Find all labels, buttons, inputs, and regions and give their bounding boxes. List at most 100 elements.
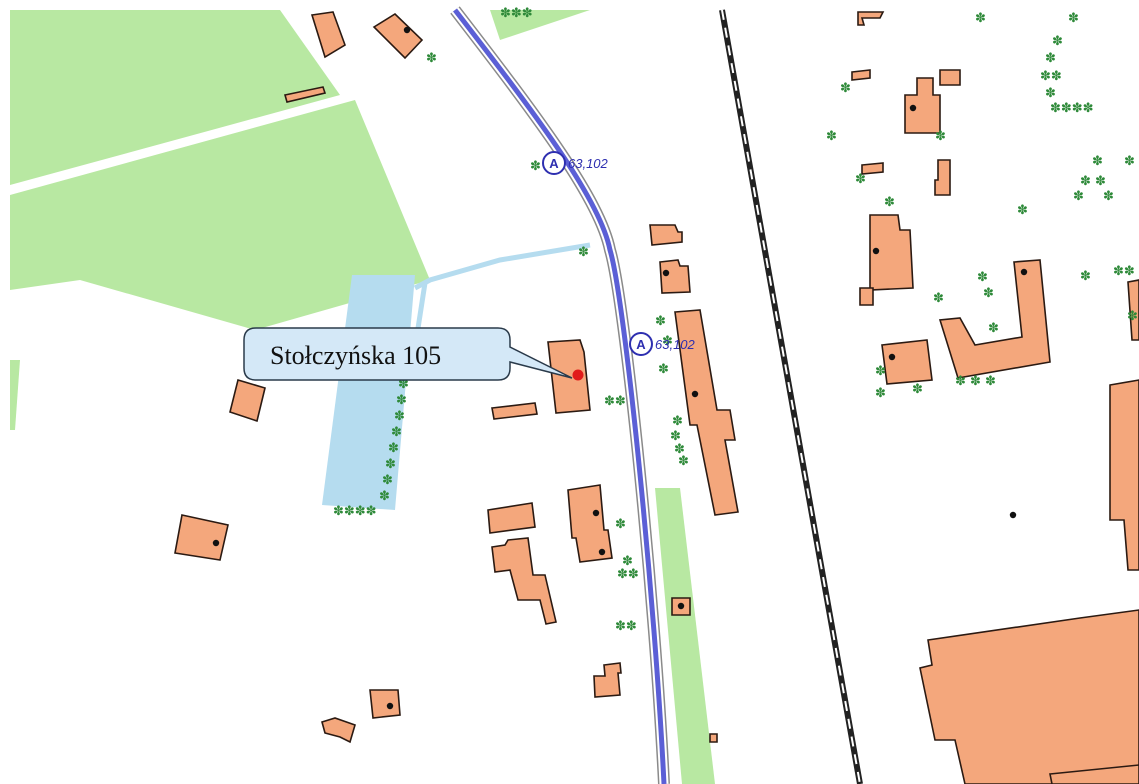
building[interactable] — [919, 609, 1139, 784]
tree-icon: ✽ — [379, 489, 390, 504]
route-shield-icon — [629, 332, 653, 356]
green-area — [10, 100, 430, 330]
address-point — [212, 539, 220, 547]
tree-icon: ✽ — [670, 429, 681, 444]
address-point — [1009, 511, 1017, 519]
address-point — [598, 548, 606, 556]
address-point — [677, 602, 685, 610]
building[interactable] — [904, 77, 941, 134]
tree-icon: ✽✽ — [617, 567, 639, 582]
address-point — [592, 509, 600, 517]
tree-icon: ✽✽ — [604, 394, 626, 409]
building[interactable] — [934, 159, 951, 196]
tree-icon: ✽ — [1124, 154, 1135, 169]
stream — [413, 242, 591, 291]
tree-icon: ✽ ✽ — [1080, 174, 1106, 189]
tree-icon: ✽ — [385, 457, 396, 472]
building[interactable] — [1109, 379, 1139, 571]
tree-icon: ✽ — [1068, 11, 1079, 26]
building[interactable] — [674, 309, 739, 516]
building[interactable] — [859, 287, 874, 306]
callout-label: Stołczyńska 105 — [270, 341, 441, 370]
tree-icon: ✽ — [662, 334, 673, 349]
building[interactable] — [857, 11, 885, 26]
tree-icon: ✽ — [1127, 309, 1138, 324]
green-area — [490, 10, 590, 40]
building[interactable] — [229, 378, 266, 423]
building[interactable] — [567, 484, 613, 563]
tree-icon: ✽✽✽✽ — [333, 504, 377, 519]
tree-icon: ✽ — [1052, 34, 1063, 49]
tree-icon: ✽✽ — [1040, 69, 1062, 84]
address-point — [691, 390, 699, 398]
building[interactable] — [487, 502, 536, 534]
tree-icon: ✽ — [622, 554, 633, 569]
tree-icon: ✽ — [855, 172, 866, 187]
tree-icon: ✽ — [975, 11, 986, 26]
address-callout[interactable]: Stołczyńska 105 — [243, 327, 573, 381]
address-point — [888, 353, 896, 361]
tree-icon: ✽ — [1017, 203, 1028, 218]
tree-icon: ✽✽✽ — [500, 6, 533, 21]
tree-icon: ✽ — [426, 51, 437, 66]
tree-icon: ✽ — [382, 473, 393, 488]
route-numbers: 63,102 — [655, 337, 696, 352]
building[interactable] — [881, 339, 933, 385]
building[interactable] — [491, 537, 557, 625]
building[interactable] — [1049, 764, 1139, 784]
building[interactable] — [649, 224, 683, 246]
building[interactable] — [861, 162, 884, 175]
tree-icon: ✽ — [983, 286, 994, 301]
route-marker[interactable]: A 63,102 — [629, 332, 696, 356]
address-point — [662, 269, 670, 277]
building[interactable] — [659, 259, 691, 294]
address-points — [212, 26, 1028, 710]
tree-icon: ✽ — [615, 517, 626, 532]
tree-icon: ✽ — [1103, 189, 1114, 204]
tree-icon: ✽ — [912, 382, 923, 397]
building[interactable] — [174, 514, 229, 561]
tree-icon: ✽ — [578, 245, 589, 260]
address-point — [872, 247, 880, 255]
building[interactable] — [372, 12, 424, 60]
building[interactable] — [283, 86, 327, 103]
building[interactable] — [709, 733, 718, 743]
tree-icon: ✽ ✽ ✽ — [955, 374, 996, 389]
green-areas — [10, 10, 715, 784]
address-point — [1020, 268, 1028, 276]
green-area — [10, 360, 20, 430]
building[interactable] — [939, 69, 961, 86]
trees: ✽✽✽ ✽ ✽ ✽ ✽ ✽ ✽✽ ✽ ✽✽✽✽ ✽ ✽ ✽ ✽ ✽ ✽ ✽ ✽ … — [333, 6, 1138, 634]
callout-bubble — [243, 327, 573, 381]
tree-icon: ✽ — [935, 129, 946, 144]
tree-icon: ✽✽ — [615, 619, 637, 634]
tree-icon: ✽ — [826, 129, 837, 144]
building[interactable] — [369, 689, 401, 719]
tree-icon: ✽ — [1080, 269, 1091, 284]
location-marker-icon[interactable] — [572, 369, 584, 381]
tree-icon: ✽ — [875, 364, 886, 379]
building[interactable] — [491, 402, 538, 420]
tree-icon: ✽ — [398, 377, 409, 392]
route-marker[interactable]: A 63,102 — [542, 151, 609, 175]
address-point — [386, 702, 394, 710]
building[interactable] — [321, 717, 356, 744]
tree-icon: ✽ — [875, 386, 886, 401]
address-point — [909, 104, 917, 112]
building[interactable] — [593, 662, 622, 698]
building[interactable] — [938, 259, 1051, 379]
tree-icon: ✽ — [658, 362, 669, 377]
tree-icon: ✽ — [1092, 154, 1103, 169]
tree-icon: ✽✽ — [1113, 264, 1135, 279]
tree-icon: ✽ — [396, 393, 407, 408]
building[interactable] — [1127, 279, 1139, 341]
building[interactable] — [851, 69, 871, 81]
building[interactable] — [310, 11, 346, 59]
tree-icon: ✽ — [884, 195, 895, 210]
tree-icon: ✽ — [678, 454, 689, 469]
tree-icon: ✽ — [388, 441, 399, 456]
tree-icon: ✽ — [1073, 189, 1084, 204]
green-area — [655, 488, 715, 784]
